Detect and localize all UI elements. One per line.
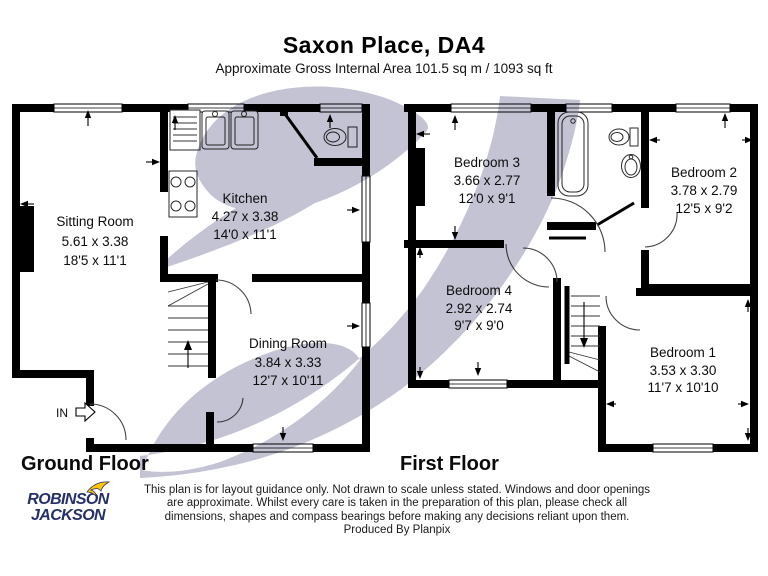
room-metric: 3.84 x 3.33 <box>255 355 322 370</box>
room-metric: 2.92 x 2.74 <box>446 301 513 316</box>
room-name: Sitting Room <box>56 214 133 229</box>
room-bedroom-1: Bedroom 1 3.53 x 3.30 11'7 x 10'10 <box>648 345 719 395</box>
disclaimer-line: dimensions, shapes and compass bearings … <box>164 510 630 523</box>
door-arc <box>215 279 252 315</box>
room-name: Kitchen <box>222 191 267 206</box>
first-floor-windows <box>448 103 731 453</box>
room-metric: 3.66 x 2.77 <box>454 173 521 188</box>
room-bedroom-3: Bedroom 3 3.66 x 2.77 12'0 x 9'1 <box>454 155 521 206</box>
door-arc <box>644 211 678 248</box>
door-arc <box>605 295 641 331</box>
door-arc <box>550 197 606 253</box>
room-dining-room: Dining Room 3.84 x 3.33 12'7 x 10'11 <box>249 336 327 388</box>
logo-line-2: JACKSON <box>30 507 106 524</box>
agency-logo: ROBINSON JACKSON <box>22 481 114 524</box>
room-name: Bedroom 4 <box>446 283 513 298</box>
hob-symbol <box>168 170 198 218</box>
room-name: Bedroom 2 <box>671 165 737 180</box>
room-imperial: 11'7 x 10'10 <box>648 380 719 395</box>
watermark-swoosh <box>140 86 580 478</box>
room-metric: 3.78 x 2.79 <box>671 183 738 198</box>
room-bedroom-4: Bedroom 4 2.92 x 2.74 9'7 x 9'0 <box>446 283 513 333</box>
entrance-marker: IN <box>56 401 96 423</box>
door-arc <box>522 247 558 283</box>
entrance-label: IN <box>56 406 68 420</box>
bathroom-toilet-symbol <box>608 127 639 147</box>
disclaimer-line: This plan is for layout guidance only. N… <box>143 484 651 496</box>
room-name: Dining Room <box>249 336 327 351</box>
room-metric: 5.61 x 3.38 <box>62 234 129 249</box>
room-imperial: 9'7 x 9'0 <box>454 318 503 333</box>
disclaimer-line: are approximate. Whilst every care is ta… <box>166 497 628 510</box>
page-subtitle: Approximate Gross Internal Area 101.5 sq… <box>215 61 553 76</box>
room-name: Bedroom 3 <box>454 155 520 170</box>
room-metric: 3.53 x 3.30 <box>650 363 717 378</box>
basin-symbol <box>621 154 641 178</box>
bathroom-door-leaf <box>596 201 635 227</box>
staircase-up <box>167 281 209 368</box>
ground-floor-label: Ground Floor <box>21 453 149 475</box>
room-imperial: 12'5 x 9'2 <box>676 201 733 216</box>
room-kitchen: Kitchen 4.27 x 3.38 14'0 x 11'1 <box>212 191 279 242</box>
staircase-down <box>568 295 601 373</box>
chimney-breast <box>412 148 425 206</box>
chimney-breast <box>20 206 34 272</box>
logo-line-1: ROBINSON <box>27 491 109 508</box>
ground-floor-plan <box>12 103 371 453</box>
room-imperial: 14'0 x 11'1 <box>213 227 276 242</box>
room-metric: 4.27 x 3.38 <box>212 209 279 224</box>
room-bedroom-2: Bedroom 2 3.78 x 2.79 12'5 x 9'2 <box>671 165 738 216</box>
entrance-door-arc <box>89 403 127 441</box>
room-imperial: 12'0 x 9'1 <box>459 191 516 206</box>
swallow-bird-icon <box>86 481 111 497</box>
room-imperial: 12'7 x 10'11 <box>253 373 324 388</box>
room-imperial: 18'5 x 11'1 <box>63 253 126 268</box>
disclaimer: This plan is for layout guidance only. N… <box>114 484 680 538</box>
page-title: Saxon Place, DA4 <box>282 32 486 58</box>
entrance-arrow-icon <box>75 401 96 423</box>
room-name: Bedroom 1 <box>650 345 716 360</box>
first-floor-label: First Floor <box>400 453 499 475</box>
room-sitting-room: Sitting Room 5.61 x 3.38 18'5 x 11'1 <box>56 214 133 268</box>
disclaimer-line: Produced By Planpix <box>343 524 451 537</box>
